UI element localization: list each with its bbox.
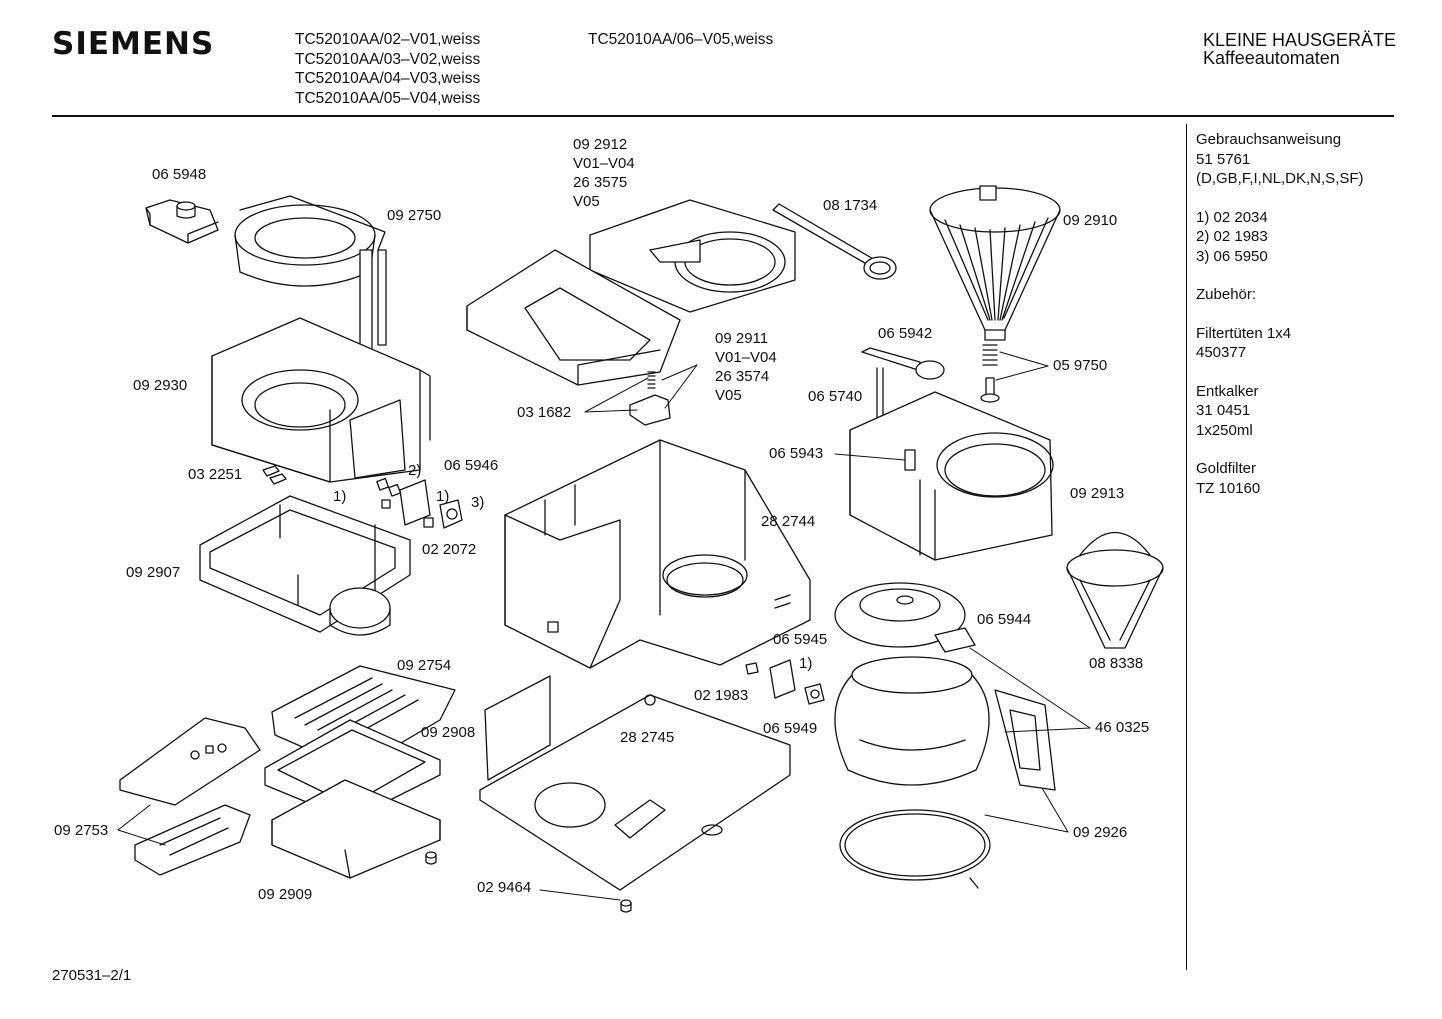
label-092930: 09 2930 bbox=[133, 377, 188, 394]
part-tank-body-282744 bbox=[504, 439, 811, 669]
goldfilter-title: Goldfilter bbox=[1196, 460, 1257, 477]
category-subtitle: Kaffeeautomaten bbox=[1203, 48, 1340, 68]
label-021983: 02 1983 bbox=[694, 687, 749, 704]
part-filter-cone-092910 bbox=[929, 185, 1061, 341]
note-line: 3) 06 5950 bbox=[1196, 247, 1268, 265]
label-282744: 28 2744 bbox=[761, 513, 816, 530]
label-092912-v05: V05 bbox=[573, 193, 600, 210]
descaler-size: 1x250ml bbox=[1196, 421, 1253, 439]
label-092911-v05: V05 bbox=[715, 387, 742, 404]
descaler-title: Entkalker bbox=[1196, 382, 1259, 400]
part-carafe-460325 bbox=[834, 656, 1056, 791]
part-filter-housing-092913 bbox=[849, 391, 1054, 561]
label-note-1b: 1) bbox=[436, 488, 450, 505]
descaler-number: 31 0451 bbox=[1196, 402, 1251, 419]
part-hinge-031682 bbox=[629, 371, 671, 426]
filter-title: Filtertüten 1x4 bbox=[1196, 324, 1292, 342]
label-note-3a: 3) bbox=[471, 494, 485, 511]
part-valve-059750 bbox=[980, 344, 1000, 403]
goldfilter-number: TZ 10160 bbox=[1196, 479, 1261, 497]
part-base-frame-092907 bbox=[199, 495, 411, 636]
part-carafe-lid-065944 bbox=[834, 582, 976, 653]
label-092912-variant: V01–V04 bbox=[573, 155, 635, 172]
category-title: KLEINE HAUSGERÄTE bbox=[1203, 30, 1397, 50]
filter-number: 450377 bbox=[1196, 344, 1247, 361]
label-065944: 06 5944 bbox=[977, 611, 1032, 628]
label-065740: 06 5740 bbox=[808, 388, 863, 405]
model-line: TC52010AA/02–V01,weiss bbox=[295, 31, 481, 48]
label-note-1c: 1) bbox=[799, 655, 813, 672]
side-panel: Gebrauchsanweisung 51 5761 (D,GB,F,I,NL,… bbox=[1196, 130, 1364, 498]
label-065943: 06 5943 bbox=[769, 445, 824, 462]
label-065946: 06 5946 bbox=[444, 457, 499, 474]
model-list-2: TC52010AA/06–V05,weiss bbox=[588, 30, 773, 50]
label-note-1a: 1) bbox=[333, 488, 347, 505]
drawing-id: 270531–2/1 bbox=[52, 967, 132, 984]
model-list-1: TC52010AA/02–V01,weiss TC52010AA/03–V02,… bbox=[295, 30, 480, 108]
label-092910: 09 2910 bbox=[1063, 212, 1118, 229]
siemens-logo: SIEMENS bbox=[52, 26, 215, 62]
part-feet-029464 bbox=[425, 851, 632, 913]
label-059750: 05 9750 bbox=[1053, 357, 1108, 374]
label-092750: 09 2750 bbox=[387, 207, 442, 224]
label-092913: 09 2913 bbox=[1070, 485, 1125, 502]
model-line: TC52010AA/06–V05,weiss bbox=[588, 31, 774, 48]
label-065945: 06 5945 bbox=[773, 631, 828, 648]
part-tank-lid-092911 bbox=[466, 249, 681, 386]
label-092753: 09 2753 bbox=[54, 822, 109, 839]
label-092908: 09 2908 bbox=[421, 724, 476, 741]
part-base-ring-092926 bbox=[839, 809, 991, 889]
label-note-2a: 2) bbox=[408, 462, 422, 479]
label-065949: 06 5949 bbox=[763, 720, 818, 737]
part-goldfilter-088338 bbox=[1066, 531, 1164, 649]
accessories-title: Zubehör: bbox=[1196, 286, 1257, 303]
part-lever-065942 bbox=[861, 347, 945, 380]
leader-lines bbox=[117, 351, 1091, 901]
part-carafe-holder-092753 bbox=[119, 717, 261, 876]
label-460325: 46 0325 bbox=[1095, 719, 1150, 736]
label-029464: 02 9464 bbox=[477, 879, 532, 896]
model-line: TC52010AA/03–V02,weiss bbox=[295, 50, 481, 68]
side-divider bbox=[1186, 124, 1187, 970]
note-line: 1) 02 2034 bbox=[1196, 208, 1268, 226]
label-263575: 26 3575 bbox=[573, 174, 628, 191]
label-092907: 09 2907 bbox=[126, 564, 181, 581]
label-065942: 06 5942 bbox=[878, 325, 933, 342]
exploded-parts-diagram bbox=[117, 185, 1164, 913]
label-092926: 09 2926 bbox=[1073, 824, 1128, 841]
label-092911: 09 2911 bbox=[715, 330, 769, 347]
label-081734: 08 1734 bbox=[823, 197, 878, 214]
label-088338: 08 8338 bbox=[1089, 655, 1144, 672]
label-022072: 02 2072 bbox=[422, 541, 477, 558]
note-line: 2) 02 1983 bbox=[1196, 228, 1268, 245]
label-032251: 03 2251 bbox=[188, 466, 243, 483]
label-092911-variant: V01–V04 bbox=[715, 349, 777, 366]
part-cap-065948 bbox=[145, 199, 219, 244]
model-line: TC52010AA/05–V04,weiss bbox=[295, 89, 481, 107]
part-base-plate-282745 bbox=[479, 675, 791, 891]
label-282745: 28 2745 bbox=[620, 729, 675, 746]
label-031682: 03 1682 bbox=[517, 404, 572, 421]
model-line: TC52010AA/04–V03,weiss bbox=[295, 70, 481, 87]
label-092754: 09 2754 bbox=[397, 657, 452, 674]
part-spoon-081734 bbox=[772, 203, 897, 280]
part-screws-032251 bbox=[262, 465, 287, 485]
part-lid-092912 bbox=[589, 199, 796, 313]
label-092909: 09 2909 bbox=[258, 886, 313, 903]
manual-number: 51 5761 bbox=[1196, 150, 1251, 168]
manual-languages: (D,GB,F,I,NL,DK,N,S,SF) bbox=[1196, 170, 1364, 187]
manual-title: Gebrauchsanweisung bbox=[1196, 131, 1342, 148]
label-092912: 09 2912 bbox=[573, 136, 628, 153]
label-065948: 06 5948 bbox=[152, 166, 207, 183]
part-drip-pan-092909 bbox=[271, 779, 441, 879]
part-switch-065946 bbox=[376, 477, 463, 529]
label-263574: 26 3574 bbox=[715, 368, 770, 385]
part-housing-092930 bbox=[211, 317, 431, 483]
part-switch-065945 bbox=[745, 659, 825, 705]
header-rule bbox=[52, 115, 1394, 117]
